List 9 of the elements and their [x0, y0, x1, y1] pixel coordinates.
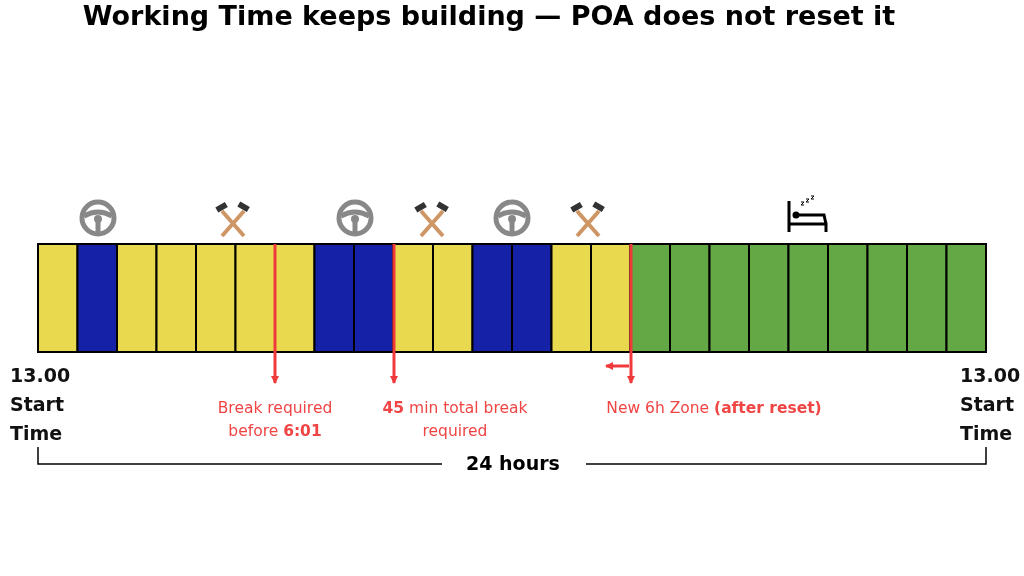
arrow — [271, 244, 279, 384]
annotation-text: 45 min total break required — [370, 397, 540, 443]
annotation-text: Break required before 6:01 — [200, 397, 350, 443]
time-label: 13.00 Start Time — [10, 363, 72, 446]
title: Working Time keeps building — POA does not reset it — [81, 0, 897, 31]
time-label: 13.00 Start Time — [960, 363, 1022, 446]
annotation-text: New 6h Zone (after reset) — [594, 397, 834, 420]
arrow — [627, 244, 635, 384]
arrow — [390, 244, 398, 384]
